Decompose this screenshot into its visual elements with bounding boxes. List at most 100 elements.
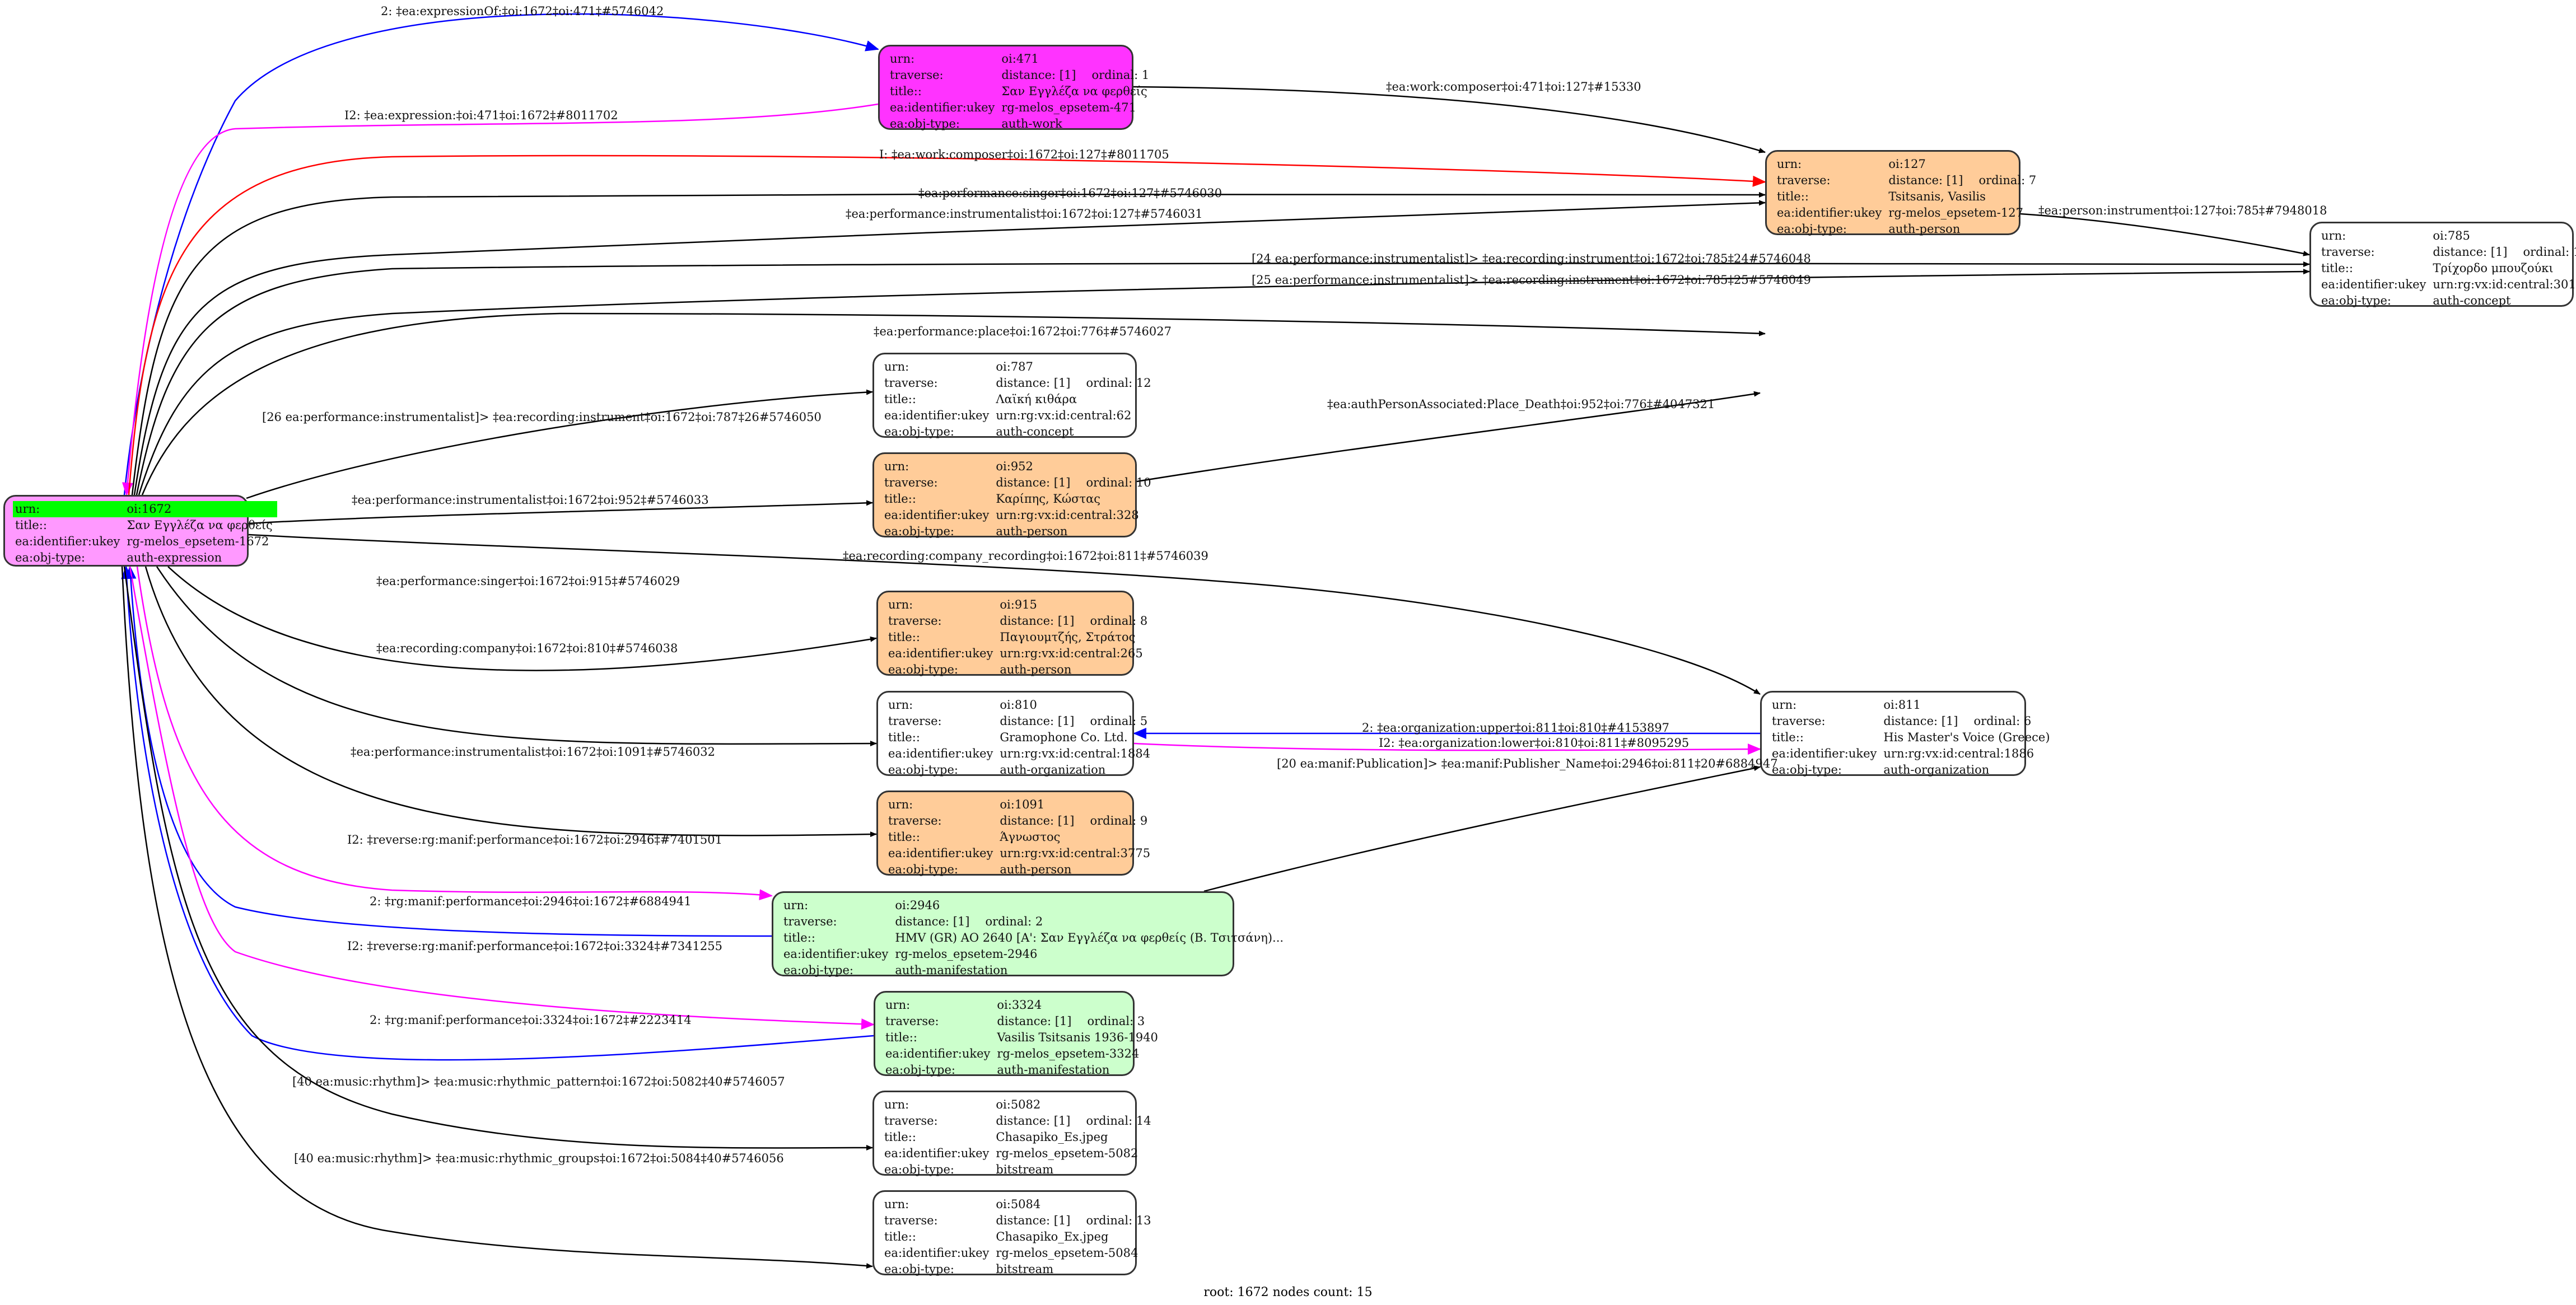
graph-footer: root: 1672 nodes count: 15 — [1203, 1285, 1373, 1299]
node-distance: distance: [1] — [1883, 714, 1958, 728]
edge-label: 2: ‡rg:manif:performance‡oi:3324‡oi:1672… — [370, 1013, 692, 1027]
node-key: ea:identifier:ukey — [888, 647, 993, 660]
node-ordinal: ordinal: 9 — [1090, 814, 1148, 827]
node-traverse-value: distance: [1]ordinal: 12 — [993, 375, 1155, 391]
node-objtype-value: auth-organization — [1883, 763, 1990, 777]
node-key: ea:obj-type: — [1777, 222, 1847, 236]
edge-label: 2: ‡ea:organization:upper‡oi:811‡oi:810‡… — [1362, 721, 1670, 735]
node-distance: distance: [1] — [1000, 714, 1075, 728]
node-row-urn: urn:oi:2946 — [781, 897, 1288, 914]
node-objtype-value: auth-person — [1888, 222, 1961, 236]
edge-label: [40 ea:music:rhythm]> ‡ea:music:rhythmic… — [292, 1075, 785, 1088]
node-ukey-value: urn:rg:vx:id:central:62 — [996, 409, 1132, 422]
node-key: ea:obj-type: — [884, 1163, 954, 1176]
node-ukey-value: urn:rg:vx:id:central:3775 — [1000, 846, 1151, 860]
node-row-traverse: traverse:distance: [1]ordinal: 8 — [886, 613, 1152, 629]
node-urn-value: oi:810 — [1000, 698, 1037, 712]
node-row-title: title::Καρίπης, Κώστας — [882, 491, 1156, 507]
edge-label: I: ‡ea:work:composer‡oi:1672‡oi:127‡#801… — [879, 148, 1169, 161]
node-title-value: Τρίχορδο μπουζούκι — [2433, 261, 2554, 275]
edge-oi1672-to-oi785 — [136, 261, 2310, 495]
node-traverse-value: distance: [1]ordinal: 13 — [993, 1213, 1155, 1229]
node-key: ea:obj-type: — [888, 763, 958, 777]
node-ukey-value: rg-melos_epsetem-5082 — [996, 1147, 1138, 1160]
node-key: ea:identifier:ukey — [890, 101, 995, 114]
node-key: ea:identifier:ukey — [884, 1246, 990, 1260]
edge-oi1672-to-oi127 — [133, 200, 1766, 495]
node-key: ea:identifier:ukey — [1772, 747, 1877, 760]
edge-label: 2: ‡ea:expressionOf:‡oi:1672‡oi:471‡#574… — [381, 4, 664, 18]
node-title-value: HMV (GR) AO 2640 [A': Σαν Εγγλέζα να φερ… — [895, 931, 1284, 944]
node-key: ea:identifier:ukey — [884, 1147, 990, 1160]
node-urn-value: oi:127 — [1888, 157, 1926, 171]
node-key: urn: — [888, 598, 913, 611]
node-distance: distance: [1] — [2433, 245, 2508, 259]
edge-oi1672-to-oi915 — [167, 566, 877, 671]
edge-label: ‡ea:authPersonAssociated:Place_Death‡oi:… — [1327, 397, 1715, 411]
node-row-urn: urn:oi:915 — [886, 597, 1152, 613]
node-title-value: Chasapiko_Ex.jpeg — [996, 1230, 1109, 1243]
node-distance: distance: [1] — [996, 1114, 1071, 1128]
edge-oi1672-to-oi952 — [248, 500, 873, 525]
node-objtype-value: bitstream — [996, 1163, 1054, 1176]
node-ukey-value: rg-melos_epsetem-2946 — [895, 947, 1038, 961]
node-key: urn: — [888, 798, 913, 811]
node-row-urn: urn:oi:471 — [888, 51, 1154, 67]
node-traverse-value: distance: [1]ordinal: 8 — [997, 613, 1152, 629]
node-row-title: title::Άγνωστος — [886, 829, 1155, 845]
node-key: urn: — [13, 501, 125, 517]
node-key: ea:identifier:ukey — [888, 747, 993, 760]
node-row-title: title::HMV (GR) AO 2640 [A': Σαν Εγγλέζα… — [781, 930, 1288, 946]
node-title-value: Παγιουμτζής, Στράτος — [1000, 630, 1136, 644]
node-key: traverse: — [888, 814, 942, 827]
node-row-objtype: ea:obj-type:auth-person — [886, 862, 1155, 878]
node-distance: distance: [1] — [996, 1214, 1071, 1227]
node-objtype-value: auth-organization — [1000, 763, 1106, 777]
node-traverse-value: distance: [1]ordinal: 3 — [995, 1013, 1163, 1030]
edge-oi1672-to-oi810 — [156, 566, 877, 747]
node-ukey-value: urn:rg:vx:id:central:301 — [2433, 278, 2576, 291]
node-traverse-value: distance: [1]ordinal: 7 — [1886, 172, 2041, 189]
edge-label: ‡ea:performance:instrumentalist‡oi:1672‡… — [846, 207, 1203, 221]
edge-oi1672-to-oi3324 — [129, 566, 875, 1030]
node-objtype-value: auth-concept — [996, 425, 1074, 438]
node-row-objtype: ea:obj-type: auth-organization — [886, 762, 1155, 778]
edge-label: ‡ea:performance:instrumentalist‡oi:1672‡… — [351, 745, 715, 759]
node-row-objtype: ea:obj-type:auth-concept — [882, 424, 1156, 440]
edge-oi127-to-oi785 — [2020, 213, 2310, 256]
node-objtype-value: auth-manifestation — [895, 963, 1008, 977]
node-title-value: Καρίπης, Κώστας — [996, 492, 1101, 506]
node-key: urn: — [884, 460, 909, 473]
node-row-objtype: ea:obj-type:auth-concept — [2319, 293, 2576, 309]
node-key: title:: — [884, 392, 916, 406]
node-key: urn: — [890, 52, 915, 66]
edge-label: 2: ‡rg:manif:performance‡oi:2946‡oi:1672… — [370, 895, 692, 908]
edge-label: [24 ea:performance:instrumentalist]> ‡ea… — [1252, 252, 1811, 265]
node-row-objtype: ea:obj-type:auth-person — [886, 662, 1152, 678]
node-key: traverse: — [885, 1014, 939, 1028]
edge-label: I2: ‡reverse:rg:manif:performance‡oi:167… — [347, 939, 722, 953]
node-ordinal: ordinal: 10 — [1086, 476, 1151, 489]
